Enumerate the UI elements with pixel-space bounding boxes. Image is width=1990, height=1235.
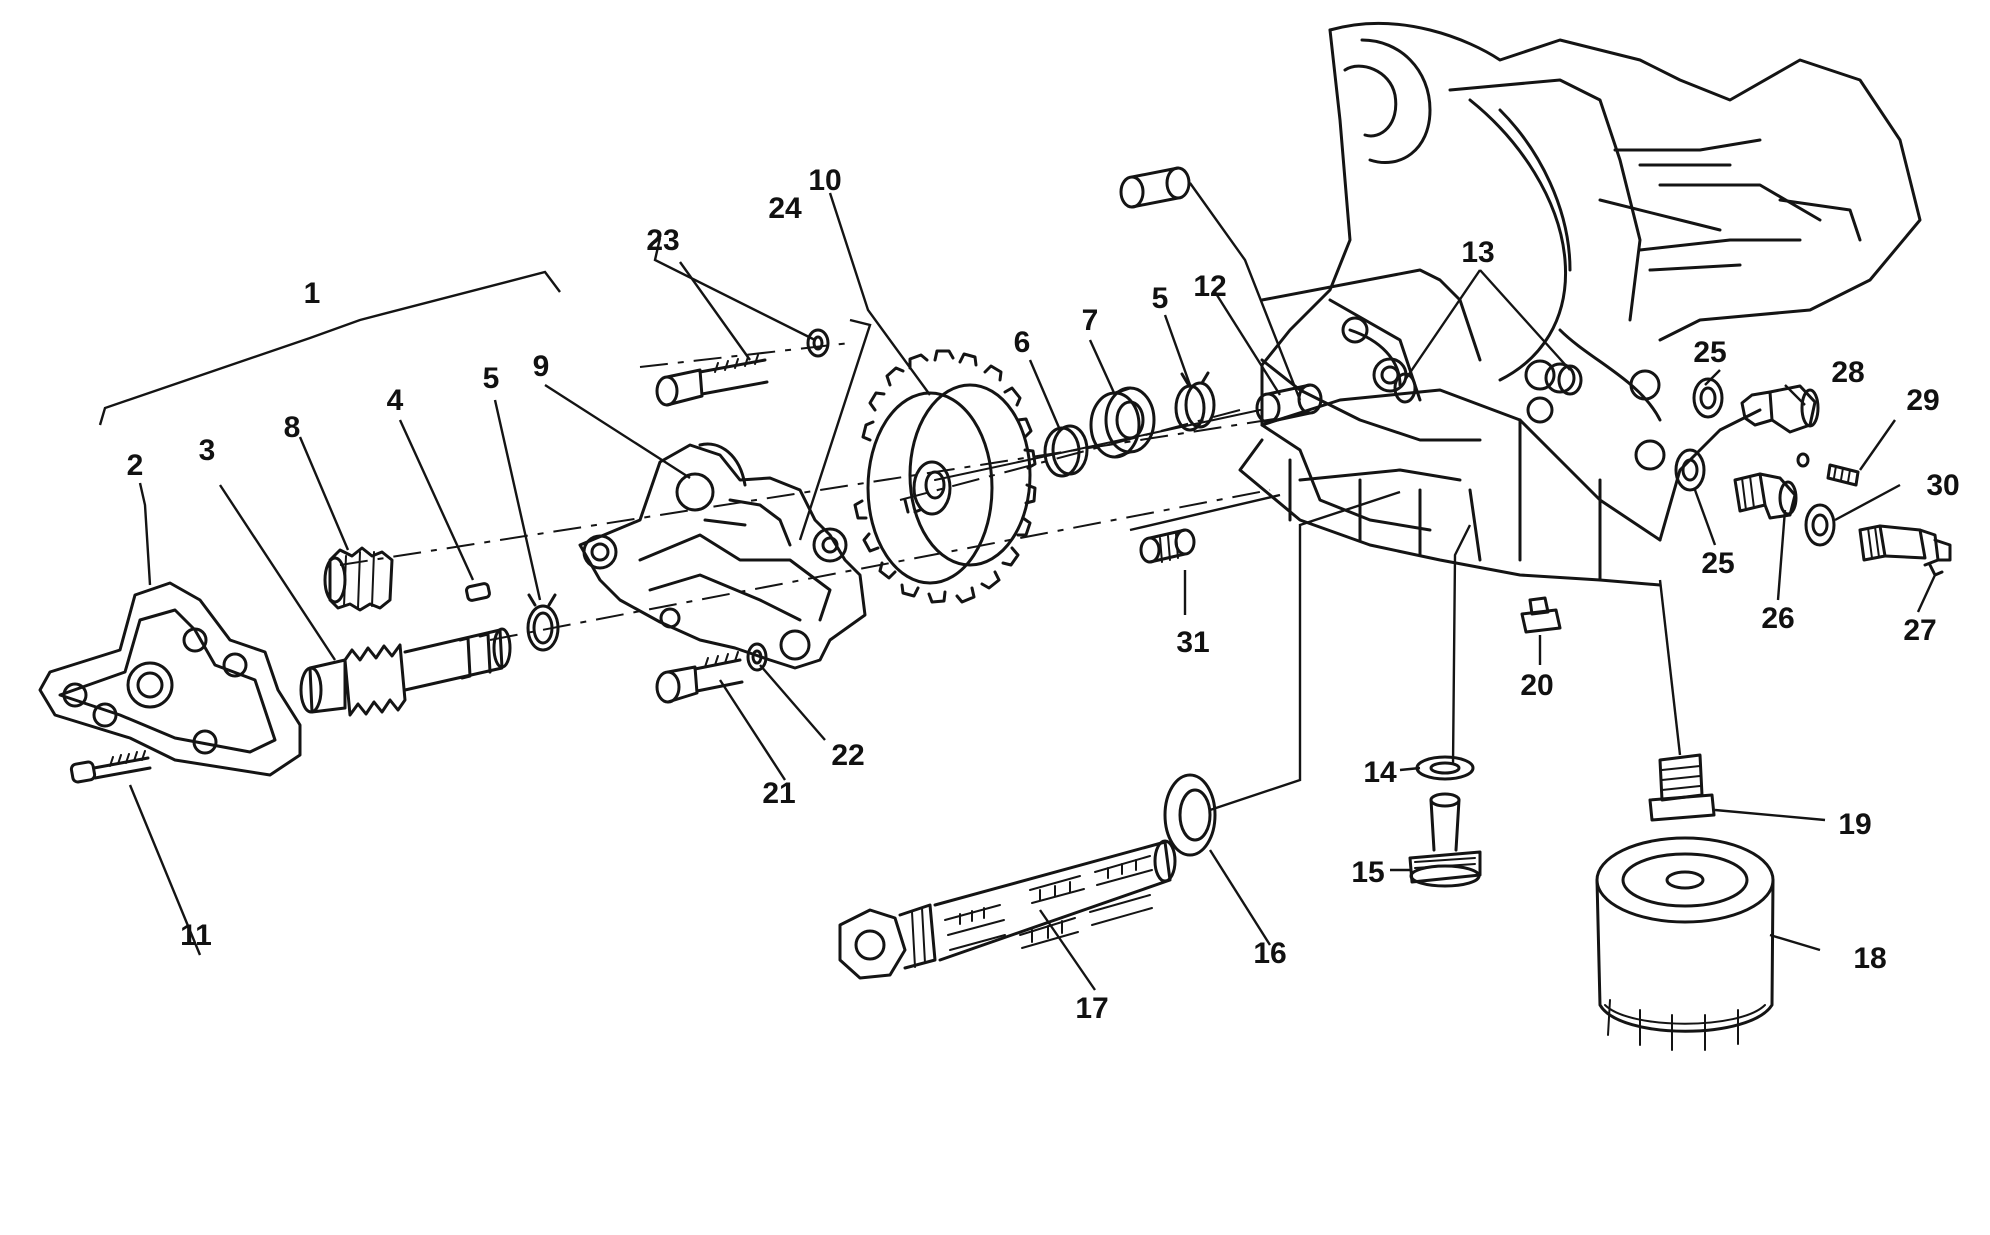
- washer-24: [806, 328, 830, 358]
- seal-30: [1804, 503, 1836, 547]
- plug-28: [1740, 384, 1820, 434]
- callout-14: 14: [1363, 756, 1397, 789]
- oil-filter-18: [1595, 836, 1775, 1051]
- callout-5-right: 5: [1152, 282, 1169, 315]
- callout-24: 24: [768, 192, 802, 225]
- seal-25-upper: [1692, 377, 1724, 419]
- callout-16: 16: [1253, 937, 1286, 970]
- callout-12: 12: [1193, 270, 1226, 303]
- spring-31: [1139, 528, 1196, 564]
- screw-23: [655, 354, 769, 407]
- crankcase-ports: [1341, 316, 1666, 471]
- pressure-switch-27: [1858, 524, 1952, 577]
- callout-6: 6: [1014, 326, 1031, 359]
- callout-19: 19: [1838, 808, 1871, 841]
- screw-11: [69, 750, 152, 784]
- callout-8: 8: [284, 411, 301, 444]
- pump-body: [578, 442, 867, 670]
- group-bracket: [98, 270, 561, 426]
- callout-labels: 1 2 3 4 5 5 6 7 8 9 10 11 12 13 14 15 16…: [127, 164, 1960, 1025]
- callout-29: 29: [1906, 384, 1939, 417]
- pump-cover: [38, 581, 302, 777]
- washer-22: [746, 642, 768, 672]
- plug-20: [1520, 596, 1562, 634]
- callout-7: 7: [1082, 304, 1099, 337]
- callout-23: 23: [646, 224, 679, 257]
- callout-1: 1: [304, 277, 321, 310]
- callout-27: 27: [1903, 614, 1936, 647]
- fitting-26: [1733, 472, 1798, 520]
- washer-14: [1415, 755, 1475, 781]
- leader-lines: [128, 182, 1937, 991]
- seal-16: [1163, 773, 1217, 857]
- callout-21: 21: [762, 777, 795, 810]
- callout-30: 30: [1926, 469, 1959, 502]
- callout-26: 26: [1761, 602, 1794, 635]
- callout-31: 31: [1176, 626, 1209, 659]
- seal-25-lower: [1674, 448, 1706, 492]
- oil-strainer-17: [838, 839, 1177, 980]
- gear-small-8: [323, 546, 394, 612]
- pump-shaft: [299, 627, 512, 717]
- pump-gear-10: [853, 349, 1037, 604]
- callout-18: 18: [1853, 942, 1886, 975]
- crankcase: [1238, 21, 1922, 587]
- circlip-6: [1043, 424, 1089, 478]
- callout-25-upper: 25: [1693, 336, 1726, 369]
- jet-29: [1796, 452, 1860, 487]
- callout-22: 22: [831, 739, 864, 772]
- circlip-5-left: [526, 593, 560, 652]
- plug-15: [1408, 792, 1482, 888]
- bushing-12-upper: [1119, 166, 1191, 209]
- filter-nipple-19: [1648, 753, 1716, 822]
- screw-21: [655, 651, 744, 704]
- callout-28: 28: [1831, 356, 1864, 389]
- callout-5-left: 5: [483, 362, 500, 395]
- o-rings-13: [1393, 364, 1583, 404]
- callout-9: 9: [533, 350, 550, 383]
- callout-25-lower: 25: [1701, 547, 1734, 580]
- callout-15: 15: [1351, 856, 1384, 889]
- callout-4: 4: [387, 384, 404, 417]
- callout-20: 20: [1520, 669, 1553, 702]
- callout-11: 11: [180, 919, 212, 952]
- callout-2: 2: [127, 449, 144, 482]
- callout-17: 17: [1075, 992, 1108, 1025]
- bushing-12-lower: [1255, 383, 1323, 424]
- callout-13: 13: [1461, 236, 1494, 269]
- callout-10: 10: [808, 164, 841, 197]
- circlip-5-right: [1174, 371, 1216, 432]
- callout-3: 3: [199, 434, 216, 467]
- key-4: [465, 582, 491, 602]
